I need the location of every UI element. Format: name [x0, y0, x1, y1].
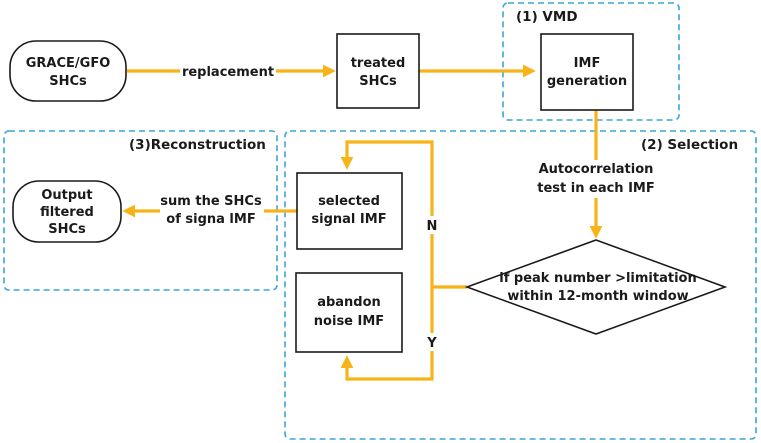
node-treated-line2: SHCs — [359, 74, 397, 89]
node-imf-line1: IMF — [574, 56, 601, 71]
node-output-line1: Output — [41, 188, 92, 203]
node-imf-line2: generation — [547, 74, 627, 89]
node-selected-line2: signal IMF — [311, 212, 386, 227]
node-treated-line1: treated — [351, 56, 406, 71]
edge-label-sum-line2: of signa lMF — [166, 212, 255, 227]
region-selection — [284, 130, 757, 440]
node-grace-line2: SHCs — [49, 74, 87, 89]
node-decision-line2: within 12-month window — [507, 289, 688, 304]
edge-label-sum-line1: sum the SHCs — [160, 194, 262, 209]
edge-label-replacement: replacement — [182, 65, 274, 80]
region-vmd — [502, 2, 680, 121]
edge-label-autocorrelation-line1: Autocorrelation — [539, 162, 654, 177]
node-decision-diamond — [464, 239, 728, 335]
node-output-filtered-shcs — [12, 180, 122, 243]
node-abandon-line1: abandon — [317, 295, 381, 310]
node-grace-line1: GRACE/GFO — [26, 56, 111, 71]
region-selection-label: (2) Selection — [641, 137, 738, 153]
region-vmd-label: (1) VMD — [516, 9, 578, 25]
node-imf-generation — [540, 33, 634, 111]
node-treated-shcs — [336, 33, 420, 109]
region-reconstruction-label: (3)Reconstruction — [129, 137, 266, 153]
edge-label-no: N — [427, 219, 438, 234]
node-selected-line1: selected — [318, 194, 380, 209]
node-output-line3: SHCs — [48, 222, 86, 237]
node-decision-line1: if peak number >limitation — [499, 271, 696, 286]
node-selected-signal-imf — [296, 172, 403, 250]
node-output-line2: filtered — [40, 205, 94, 220]
node-abandon-line2: noise IMF — [314, 314, 384, 329]
edge-label-autocorrelation-line2: test in each IMF — [537, 181, 654, 196]
node-abandon-noise-imf — [295, 272, 403, 353]
edge-label-yes: Y — [426, 336, 437, 351]
node-grace-gfo-shcs — [9, 40, 127, 102]
arrow-no-to-selected — [340, 140, 434, 287]
